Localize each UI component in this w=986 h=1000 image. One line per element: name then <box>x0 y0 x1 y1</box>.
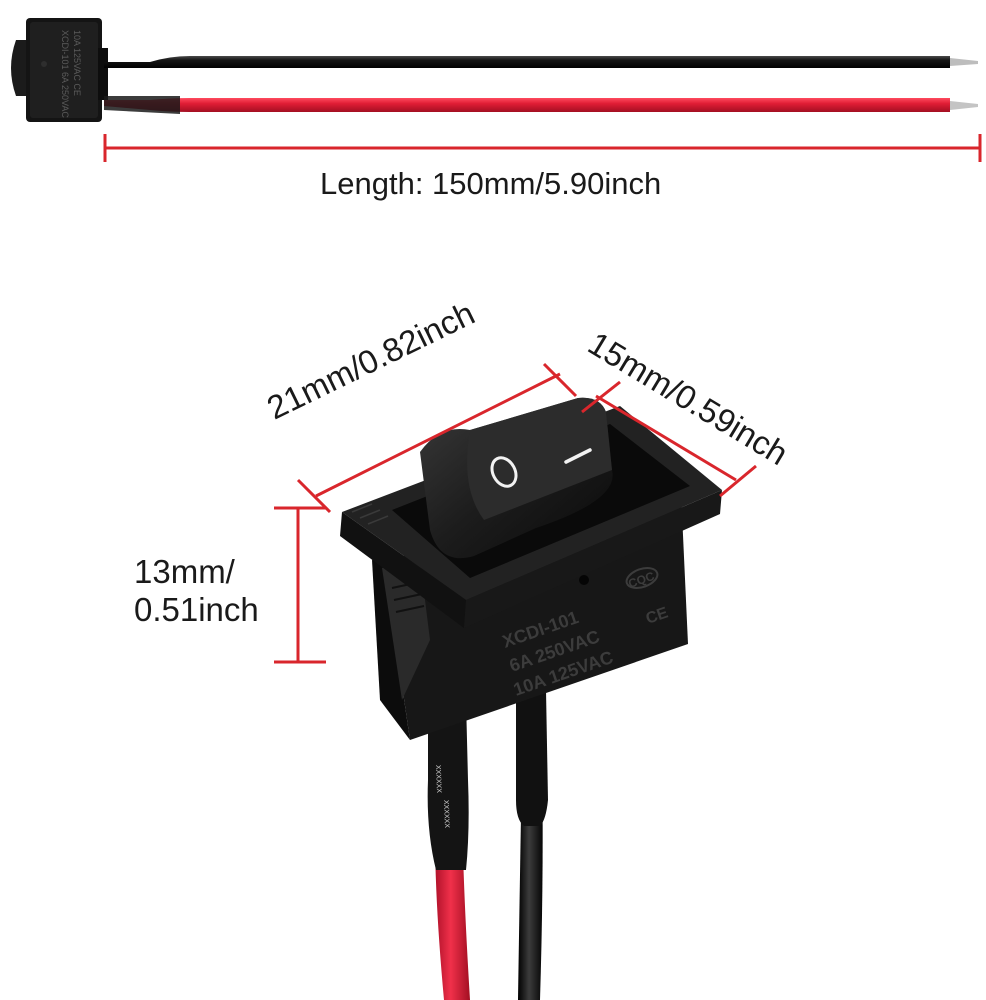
svg-text:XXXXXX: XXXXXX <box>442 800 450 829</box>
length-dimension-line <box>103 134 982 162</box>
length-label: Length: 150mm/5.90inch <box>320 166 662 201</box>
height-label-line2: 0.51inch <box>134 591 259 629</box>
side-view-switch: XCDI-101 6A 250VAC 10A 125VAC CE <box>11 18 108 122</box>
black-wire <box>516 690 548 1000</box>
depth-dimension-line <box>581 380 757 498</box>
svg-text:CE: CE <box>644 604 671 627</box>
height-dimension-line <box>274 506 326 664</box>
svg-text:XXXXXX: XXXXXX <box>434 765 442 794</box>
height-label: 13mm/ 0.51inch <box>134 553 259 630</box>
height-label-line1: 13mm/ <box>134 553 235 590</box>
top-black-wire <box>104 56 978 68</box>
svg-text:XCDI-101 6A 250VAC: XCDI-101 6A 250VAC <box>60 30 70 118</box>
svg-text:10A 125VAC CE: 10A 125VAC CE <box>72 30 82 96</box>
red-wire: XXXXXX XXXXXX <box>427 700 470 1000</box>
rocker-switch: XCDI-101 6A 250VAC 10A 125VAC CQC CE <box>340 397 722 740</box>
top-red-wire <box>104 96 978 114</box>
